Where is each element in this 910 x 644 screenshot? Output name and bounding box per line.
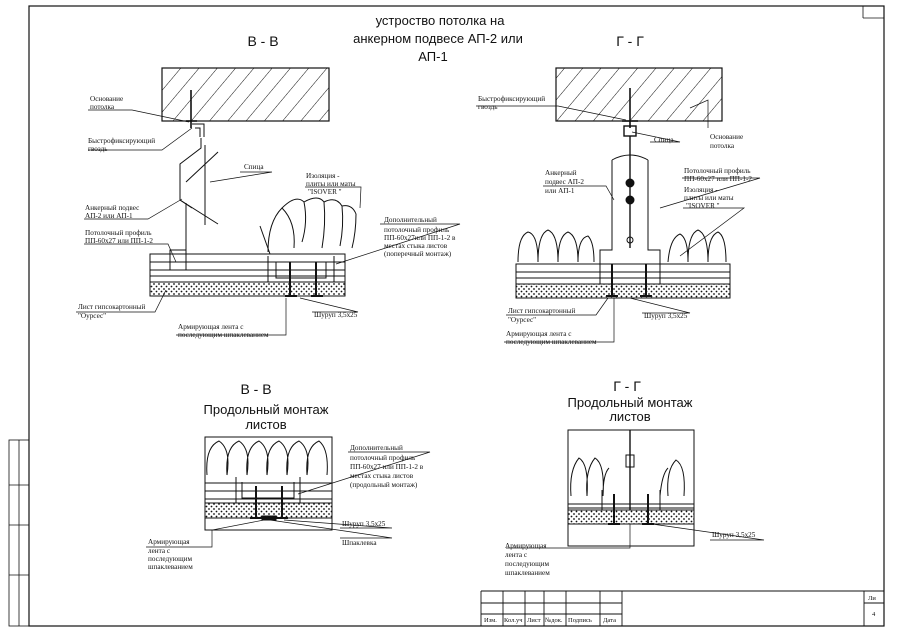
label-profile-2: ПП-60х27 или ПП-1-2	[85, 237, 153, 245]
label-bl-extra-1: Дополнительный	[350, 444, 403, 452]
label-br-screw: Шуруп 3,5х25	[712, 531, 756, 539]
label-tr-nail-2: гвоздь	[478, 103, 498, 111]
detail-top-right	[515, 67, 731, 299]
label-rod: Спица	[244, 163, 264, 171]
label-br-tape-1: Армирующая	[505, 542, 547, 550]
left-margin-strip	[8, 439, 30, 627]
label-tr-sheet-1: Лист гипсокартонный	[508, 307, 576, 315]
label-bl-tape-4: шпаклеванием	[148, 563, 193, 571]
main-title: устроство потолка на анкерном подвесе АП…	[353, 13, 523, 64]
label-base-1: Основание	[90, 95, 123, 103]
leaders-top-left	[76, 109, 461, 336]
leaders-top-right	[476, 99, 761, 343]
title-line-2: анкерном подвесе АП-2 или	[353, 31, 523, 46]
section-header-bottom-right: Г - Г	[613, 378, 641, 394]
label-bl-extra-2: потолочный профиль	[350, 454, 416, 462]
label-br-tape-3: последующим	[505, 560, 549, 568]
label-tr-rod: Спица	[654, 136, 674, 144]
title-line-3: АП-1	[418, 49, 447, 64]
label-hanger-2: АП-2 или АП-1	[85, 212, 133, 220]
labels-top-left: Основание потолка Быстрофиксирующий гвоз…	[78, 95, 456, 339]
label-bl-extra-3: ПП-60х27 или ПП-1-2 в	[350, 463, 424, 471]
label-hanger-1: Анкерный подвес	[85, 204, 139, 212]
label-screw: Шуруп 3,5х25	[314, 311, 358, 319]
label-tr-hanger-2: подвес АП-2	[545, 178, 584, 186]
section-header-top-right: Г - Г	[616, 33, 644, 49]
label-tr-nail-1: Быстрофиксирующий	[478, 95, 545, 103]
label-sheet-1: Лист гипсокартонный	[78, 303, 146, 311]
label-br-tape-4: шпаклеванием	[505, 569, 550, 577]
labels-bottom-left: Дополнительный потолочный профиль ПП-60х…	[148, 444, 424, 571]
title-line-1: устроство потолка на	[376, 13, 506, 28]
label-sheet-2: "Оурсес"	[78, 312, 106, 320]
tb-col-3: №док.	[545, 617, 563, 624]
label-tr-base-2: потолка	[710, 142, 735, 150]
section-header-bottom-left: В - В	[240, 381, 271, 397]
labels-bottom-right: Шуруп 3,5х25 Армирующая лента с последую…	[505, 531, 756, 577]
label-bl-extra-5: (продольный монтаж)	[350, 481, 418, 489]
tb-sheet-label: Ли	[868, 595, 876, 602]
label-tr-insulation-2: плиты или маты	[684, 194, 734, 202]
label-bl-tape-1: Армирующая	[148, 538, 190, 546]
label-tape-1: Армирующая лента с	[178, 323, 243, 331]
label-extra-profile-3: ПП-60х27или ПП-1-2 в	[384, 234, 456, 242]
detail-bottom-left	[204, 436, 333, 531]
label-extra-profile-4: местах стыка листов	[384, 242, 448, 250]
label-tr-tape-1: Армирующая лента с	[506, 330, 571, 338]
label-tr-profile-1: Потолочный профиль	[684, 167, 751, 175]
label-bl-screw: Шуруп 3,5х25	[342, 520, 386, 528]
section-header-top-left: В - В	[247, 33, 278, 49]
label-extra-profile-5: (поперечный монтаж)	[384, 250, 452, 258]
tb-col-0: Изм.	[484, 617, 497, 624]
label-tr-insulation-3: "ISOVER "	[686, 202, 720, 210]
tb-sheet-number: 4	[872, 611, 876, 618]
label-tr-screw: Шуруп 3,5х25	[644, 312, 688, 320]
leaders-bottom-right	[506, 523, 765, 549]
label-extra-profile-2: потолочный профиль	[384, 226, 450, 234]
label-bl-putty: Шпаклевка	[342, 539, 377, 547]
label-nail-1: Быстрофиксирующий	[88, 137, 155, 145]
tb-col-5: Дата	[603, 617, 616, 624]
subtitle-left-1: Продольный монтаж	[204, 402, 329, 417]
tb-col-4: Подпись	[568, 617, 592, 624]
label-insulation-3: "ISOVER "	[308, 188, 342, 196]
label-nail-2: гвоздь	[88, 145, 108, 153]
label-tr-insulation-1: Изоляция -	[684, 186, 718, 194]
labels-top-right: Быстрофиксирующий гвоздь Спица Основание…	[478, 95, 752, 346]
label-tr-hanger-1: Анкерный	[545, 169, 577, 177]
concrete-slab-tl	[161, 67, 330, 122]
label-tr-profile-2: ПП-60х27 или ПП-1-2	[684, 175, 752, 183]
label-tape-2: последующим шпаклеванием	[178, 331, 269, 339]
label-bl-extra-4: местах стыка листов	[350, 472, 414, 480]
subtitle-left-2: листов	[245, 417, 286, 432]
label-extra-profile-1: Дополнительный	[384, 216, 437, 224]
subtitle-right-1: Продольный монтаж	[568, 395, 693, 410]
label-insulation-1: Изоляция -	[306, 172, 340, 180]
detail-top-left	[149, 67, 357, 297]
title-block-labels: Изм. Кол.уч Лист №док. Подпись Дата Ли 4	[484, 595, 876, 624]
concrete-slab-tr	[555, 67, 723, 122]
label-base-2: потолка	[90, 103, 115, 111]
label-tr-hanger-3: или АП-1	[545, 187, 575, 195]
tb-col-1: Кол.уч	[504, 617, 523, 624]
tb-col-2: Лист	[527, 617, 541, 624]
label-br-tape-2: лента с	[505, 551, 527, 559]
label-profile-1: Потолочный профиль	[85, 229, 152, 237]
label-tr-tape-2: последующим шпаклеванием	[506, 338, 597, 346]
title-block	[480, 590, 884, 626]
detail-bottom-right	[567, 429, 695, 547]
label-bl-tape-3: последующим	[148, 555, 192, 563]
subtitle-right-2: листов	[609, 409, 650, 424]
leaders-bottom-left	[146, 451, 431, 548]
label-tr-base-1: Основание	[710, 133, 743, 141]
label-insulation-2: плиты или маты	[306, 180, 356, 188]
outer-frame	[28, 5, 885, 627]
label-tr-sheet-2: "Оурсес"	[508, 316, 536, 324]
label-bl-tape-2: лента с	[148, 547, 170, 555]
